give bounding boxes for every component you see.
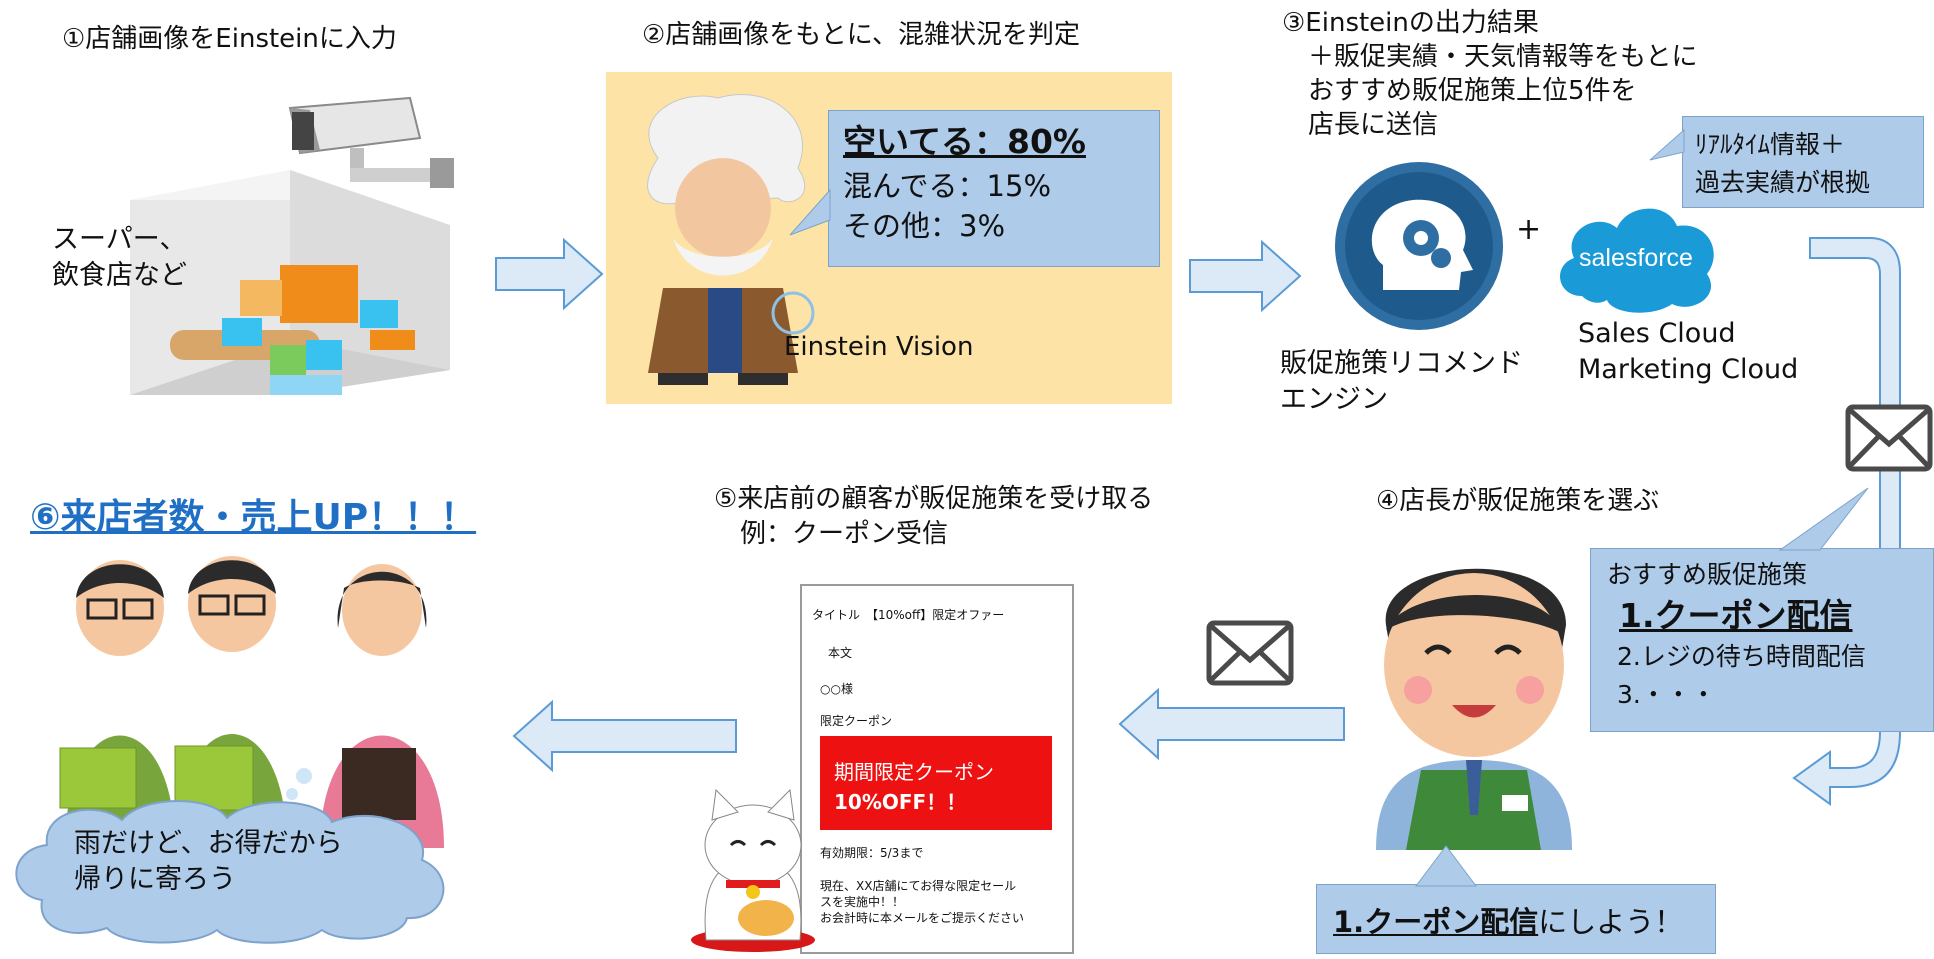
email-notice-line2: スを実施中！！ bbox=[820, 894, 1024, 910]
envelope-icon-right bbox=[1845, 404, 1933, 472]
store-text-line2: 飲食店など bbox=[52, 258, 187, 294]
coupon-email-mockup: タイトル 【10%off】限定オファー 本文 ○○様 限定クーポン 期間限定クー… bbox=[800, 584, 1074, 954]
store-text-line1: スーパー、 bbox=[52, 222, 187, 258]
store-type-text: スーパー、 飲食店など bbox=[52, 222, 187, 294]
result-crowded-percent: 混んでる：15% bbox=[843, 163, 1051, 205]
manager-speech-callout: 1.クーポン配信にしよう！ bbox=[1316, 884, 1716, 954]
envelope-icon-middle bbox=[1206, 620, 1294, 686]
thought-line1: 雨だけど、お得だから bbox=[74, 826, 343, 862]
einstein-vision-caption: Einstein Vision bbox=[784, 332, 973, 362]
email-notice: 現在、XX店舗にてお得な限定セール スを実施中！！ お会計時に本メールをご提示く… bbox=[820, 878, 1024, 926]
step3-line4: 店長に送信 bbox=[1282, 108, 1697, 142]
email-body-label: 本文 bbox=[828, 644, 852, 661]
cloud-label: Sales Cloud Marketing Cloud bbox=[1578, 316, 1798, 388]
sales-cloud-label: Sales Cloud bbox=[1578, 316, 1798, 352]
step3-line1: ③Einsteinの出力結果 bbox=[1282, 6, 1697, 40]
thought-line2: 帰りに寄ろう bbox=[74, 862, 343, 898]
arrow-right-2 bbox=[1188, 240, 1303, 312]
salesforce-logo-icon: salesforce bbox=[1552, 196, 1724, 316]
speech-rest: にしよう！ bbox=[1538, 905, 1683, 939]
note-pointer bbox=[1650, 130, 1686, 166]
step3-line2: ＋販促実績・天気情報等をもとに bbox=[1282, 40, 1697, 74]
recommendation-callout: おすすめ販促施策 1.クーポン配信 2.レジの待ち時間配信 3.・・・ bbox=[1590, 548, 1934, 732]
basis-note-callout: ﾘｱﾙﾀｲﾑ情報＋ 過去実績が根拠 bbox=[1682, 116, 1924, 208]
step3-line3: おすすめ販促施策上位5件を bbox=[1282, 74, 1697, 108]
basis-note-line1: ﾘｱﾙﾀｲﾑ情報＋ bbox=[1695, 125, 1845, 161]
recommendation-pointer bbox=[1760, 488, 1870, 558]
email-salutation: ○○様 bbox=[820, 680, 853, 697]
customer-thought-text: 雨だけど、お得だから 帰りに寄ろう bbox=[74, 826, 343, 898]
store-manager-character-icon bbox=[1366, 545, 1584, 850]
email-expiry: 有効期限：5/3まで bbox=[820, 844, 923, 861]
callout-pointer bbox=[790, 190, 830, 238]
lucky-cat-icon bbox=[686, 790, 820, 954]
recommendation-3: 3.・・・ bbox=[1617, 675, 1716, 711]
step6-label: ⑥来店者数・売上UP！！！ bbox=[30, 488, 476, 540]
email-title: タイトル 【10%off】限定オファー bbox=[812, 606, 1004, 623]
coupon-line1: 期間限定クーポン bbox=[834, 756, 994, 785]
arrow-left-2 bbox=[512, 700, 738, 772]
result-empty-percent: 空いてる：80% bbox=[843, 115, 1086, 163]
email-notice-line3: お会計時に本メールをご提示ください bbox=[820, 910, 1024, 926]
result-other-percent: その他：3% bbox=[843, 203, 1005, 245]
step3-label: ③Einsteinの出力結果 ＋販促実績・天気情報等をもとに おすすめ販促施策上… bbox=[1282, 6, 1697, 142]
step1-label: ①店舗画像をEinsteinに入力 bbox=[62, 22, 397, 56]
marketing-cloud-label: Marketing Cloud bbox=[1578, 352, 1798, 388]
analysis-result-callout: 空いてる：80% 混んでる：15% その他：3% bbox=[828, 110, 1160, 267]
coupon-line2: 10%OFF！！ bbox=[834, 786, 966, 815]
recommendation-2: 2.レジの待ち時間配信 bbox=[1617, 637, 1866, 673]
step5-line2: 例：クーポン受信 bbox=[714, 517, 1153, 552]
recommendation-1: 1.クーポン配信 bbox=[1619, 589, 1853, 637]
engine-label-line1: 販促施策リコメンド bbox=[1280, 346, 1523, 382]
email-notice-line1: 現在、XX店舗にてお得な限定セール bbox=[820, 878, 1024, 894]
step4-label: ④店長が販促施策を選ぶ bbox=[1376, 484, 1659, 518]
engine-label-line2: エンジン bbox=[1280, 382, 1523, 418]
speech-choice: 1.クーポン配信 bbox=[1333, 905, 1538, 939]
email-coupon-label: 限定クーポン bbox=[820, 712, 892, 729]
coupon-banner: 期間限定クーポン 10%OFF！！ bbox=[820, 736, 1052, 830]
brain-gear-icon bbox=[1333, 160, 1505, 332]
recommendation-title: おすすめ販促施策 bbox=[1607, 555, 1807, 591]
plus-sign: + bbox=[1516, 212, 1541, 247]
arrow-left-1 bbox=[1118, 688, 1346, 760]
speech-pointer bbox=[1416, 846, 1476, 886]
step5-line1: ⑤来店前の顧客が販促施策を受け取る bbox=[714, 482, 1153, 517]
engine-label: 販促施策リコメンド エンジン bbox=[1280, 346, 1523, 418]
step2-label: ②店舗画像をもとに、混雑状況を判定 bbox=[642, 18, 1080, 52]
salesforce-logo-text: salesforce bbox=[1579, 244, 1693, 272]
step5-label: ⑤来店前の顧客が販促施策を受け取る 例：クーポン受信 bbox=[714, 482, 1153, 552]
arrow-right-1 bbox=[494, 238, 604, 310]
basis-note-line2: 過去実績が根拠 bbox=[1695, 163, 1870, 199]
